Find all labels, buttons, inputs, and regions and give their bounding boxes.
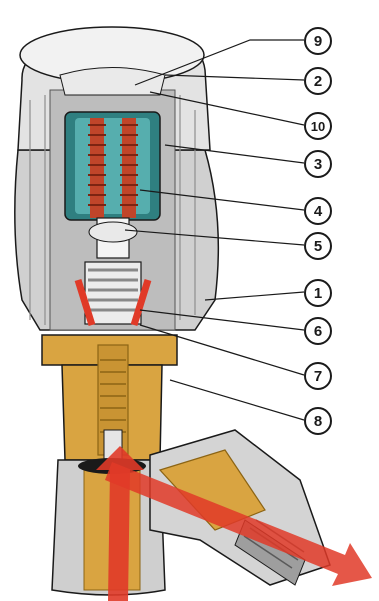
- callout-2: 2: [304, 67, 332, 95]
- callout-1-label: 1: [314, 285, 322, 302]
- callout-9-label: 9: [314, 33, 322, 50]
- callout-4: 4: [304, 197, 332, 225]
- leader-8: [170, 380, 304, 420]
- callout-3: 3: [304, 150, 332, 178]
- callout-3-label: 3: [314, 156, 322, 173]
- callout-4-label: 4: [314, 203, 322, 220]
- callout-6-label: 6: [314, 323, 322, 340]
- leader-1: [205, 292, 304, 300]
- callout-10: 10: [304, 112, 332, 140]
- callout-8: 8: [304, 407, 332, 435]
- callout-10-label: 10: [311, 119, 325, 134]
- callout-7: 7: [304, 362, 332, 390]
- callout-7-label: 7: [314, 368, 322, 385]
- callout-6: 6: [304, 317, 332, 345]
- callout-1: 1: [304, 279, 332, 307]
- callout-9: 9: [304, 27, 332, 55]
- callout-2-label: 2: [314, 73, 322, 90]
- callout-5-label: 5: [314, 238, 322, 255]
- callout-5: 5: [304, 232, 332, 260]
- callout-8-label: 8: [314, 413, 322, 430]
- bellows-sensor: [65, 112, 160, 220]
- return-spring: [78, 262, 148, 325]
